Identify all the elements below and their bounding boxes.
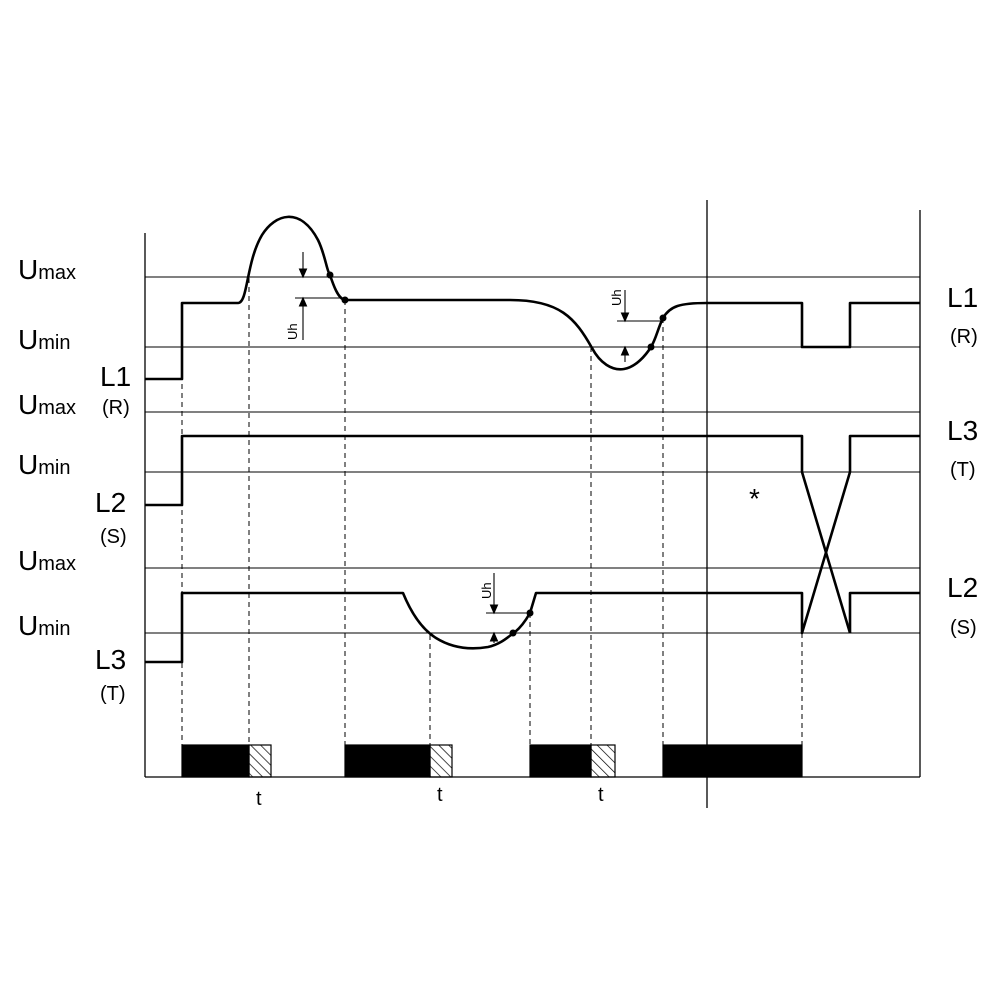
uh-label-l1-under: Uh [609,289,624,306]
right-l2-label: L2 [947,572,978,603]
right-l3-label: L3 [947,415,978,446]
l2-return-segment [848,591,920,633]
l2-phase-label: L2 [95,487,126,518]
l3-umin-label: Umin [18,610,70,641]
l2-umax-label: Umax [18,389,76,420]
l1-phase-paren: (R) [102,397,130,419]
threshold-lines [145,276,920,634]
relay-delay-bar [248,744,272,778]
l1-umin-label: Umin [18,324,70,355]
uh-label-l1-over: Uh [285,323,300,340]
relay-output [181,744,803,778]
delay-label: t [437,784,443,806]
l2-umin-label: Umin [18,449,70,480]
right-l1-label: L1 [947,282,978,313]
right-l3-paren: (T) [950,459,976,481]
crossing-points [326,271,667,637]
right-labels: L1 (R) L3 (T) L2 (S) [947,282,978,639]
right-l1-paren: (R) [950,326,978,348]
relay-on-bar [529,744,592,778]
l2-waveform [145,434,852,634]
asterisk-note: * [749,483,760,514]
guide-lines [181,278,803,745]
l1-phase-label: L1 [100,361,131,392]
hysteresis-marks [295,252,663,643]
relay-on-bar [181,744,250,778]
right-l2-paren: (S) [950,617,977,639]
waveforms [145,215,920,664]
l3-phase-paren: (T) [100,683,126,705]
l1-waveform [145,215,920,381]
relay-on-bar [662,744,803,778]
relay-delay-bar [590,744,616,778]
left-labels: Umax Umin L1 Umax (R) Umin L2 (S) Umax U… [18,254,131,705]
delay-label: t [256,788,262,810]
delay-label: t [598,784,604,806]
uh-label-l3-under: Uh [479,582,494,599]
axes [144,200,921,808]
l2-phase-paren: (S) [100,526,127,548]
relay-on-bar [344,744,431,778]
crossing-dot [647,343,655,351]
l1-umax-label: Umax [18,254,76,285]
l3-waveform [145,434,920,664]
l3-umax-label: Umax [18,545,76,576]
crossing-dot [509,629,517,637]
crossing-dot [659,314,667,322]
l3-phase-label: L3 [95,644,126,675]
relay-delay-bar [429,744,453,778]
